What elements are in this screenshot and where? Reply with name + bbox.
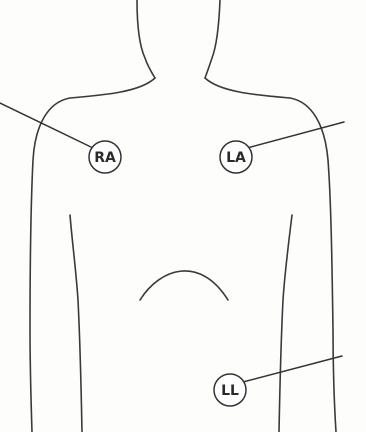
electrode-ra: RA bbox=[89, 141, 121, 173]
right-inner-arm bbox=[279, 215, 292, 432]
la-label: LA bbox=[226, 150, 246, 166]
electrode-la: LA bbox=[220, 141, 252, 173]
ra-lead-wire bbox=[0, 103, 93, 148]
head-neck-right bbox=[205, 0, 220, 78]
left-shoulder bbox=[30, 78, 155, 432]
body-outline bbox=[30, 0, 336, 432]
ll-lead-wire bbox=[243, 356, 342, 382]
rib-line bbox=[140, 271, 228, 300]
ll-label: LL bbox=[221, 383, 239, 399]
head-neck-left bbox=[137, 0, 155, 78]
ra-label: RA bbox=[94, 150, 116, 166]
la-lead-wire bbox=[247, 122, 344, 148]
electrode-ll: LL bbox=[214, 374, 246, 406]
left-inner-arm bbox=[70, 215, 82, 432]
